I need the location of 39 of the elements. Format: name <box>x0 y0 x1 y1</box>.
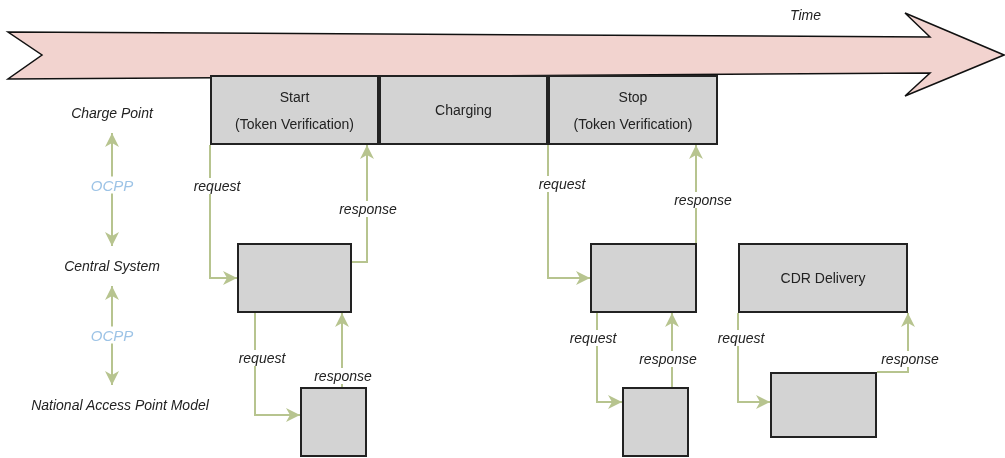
entity-label: Charge Point <box>52 100 172 126</box>
arrow <box>254 312 301 422</box>
edge-label: request <box>237 350 287 366</box>
edge-label: request <box>568 330 618 346</box>
box-text: Start <box>279 88 310 105</box>
process-box <box>590 243 697 313</box>
edge-label: request <box>716 330 766 346</box>
process-box <box>237 243 352 313</box>
edge-label: OCPP <box>89 326 135 344</box>
edge-label: response <box>338 201 398 217</box>
process-box <box>770 372 877 438</box>
process-box <box>622 387 689 457</box>
edge-label: response <box>313 368 373 384</box>
process-box <box>548 75 718 145</box>
edge-label: response <box>638 351 698 367</box>
entity-label: Central System <box>45 253 179 279</box>
process-box <box>210 75 379 145</box>
arrow <box>209 144 238 285</box>
process-box <box>300 387 367 457</box>
process-box <box>379 75 548 145</box>
entity-label: National Access Point Model <box>5 392 235 418</box>
arrow <box>547 144 591 285</box>
arrow <box>596 312 623 409</box>
box-text: (Token Verification) <box>573 115 693 132</box>
box-text: Stop <box>618 88 648 105</box>
edge-label: request <box>537 176 587 192</box>
edge-label: response <box>673 192 733 208</box>
arrow <box>876 312 915 373</box>
box-text: CDR Delivery <box>780 270 866 286</box>
edge-label: request <box>192 178 242 194</box>
edge-label: response <box>880 351 940 367</box>
arrow <box>737 312 771 409</box>
box-text: (Token Verification) <box>234 115 355 132</box>
process-box <box>738 243 908 313</box>
edge-label: OCPP <box>89 176 135 194</box>
box-text: Charging <box>435 102 492 118</box>
arrow <box>105 132 119 247</box>
arrow <box>351 144 374 263</box>
axis-label: Time <box>790 7 821 23</box>
